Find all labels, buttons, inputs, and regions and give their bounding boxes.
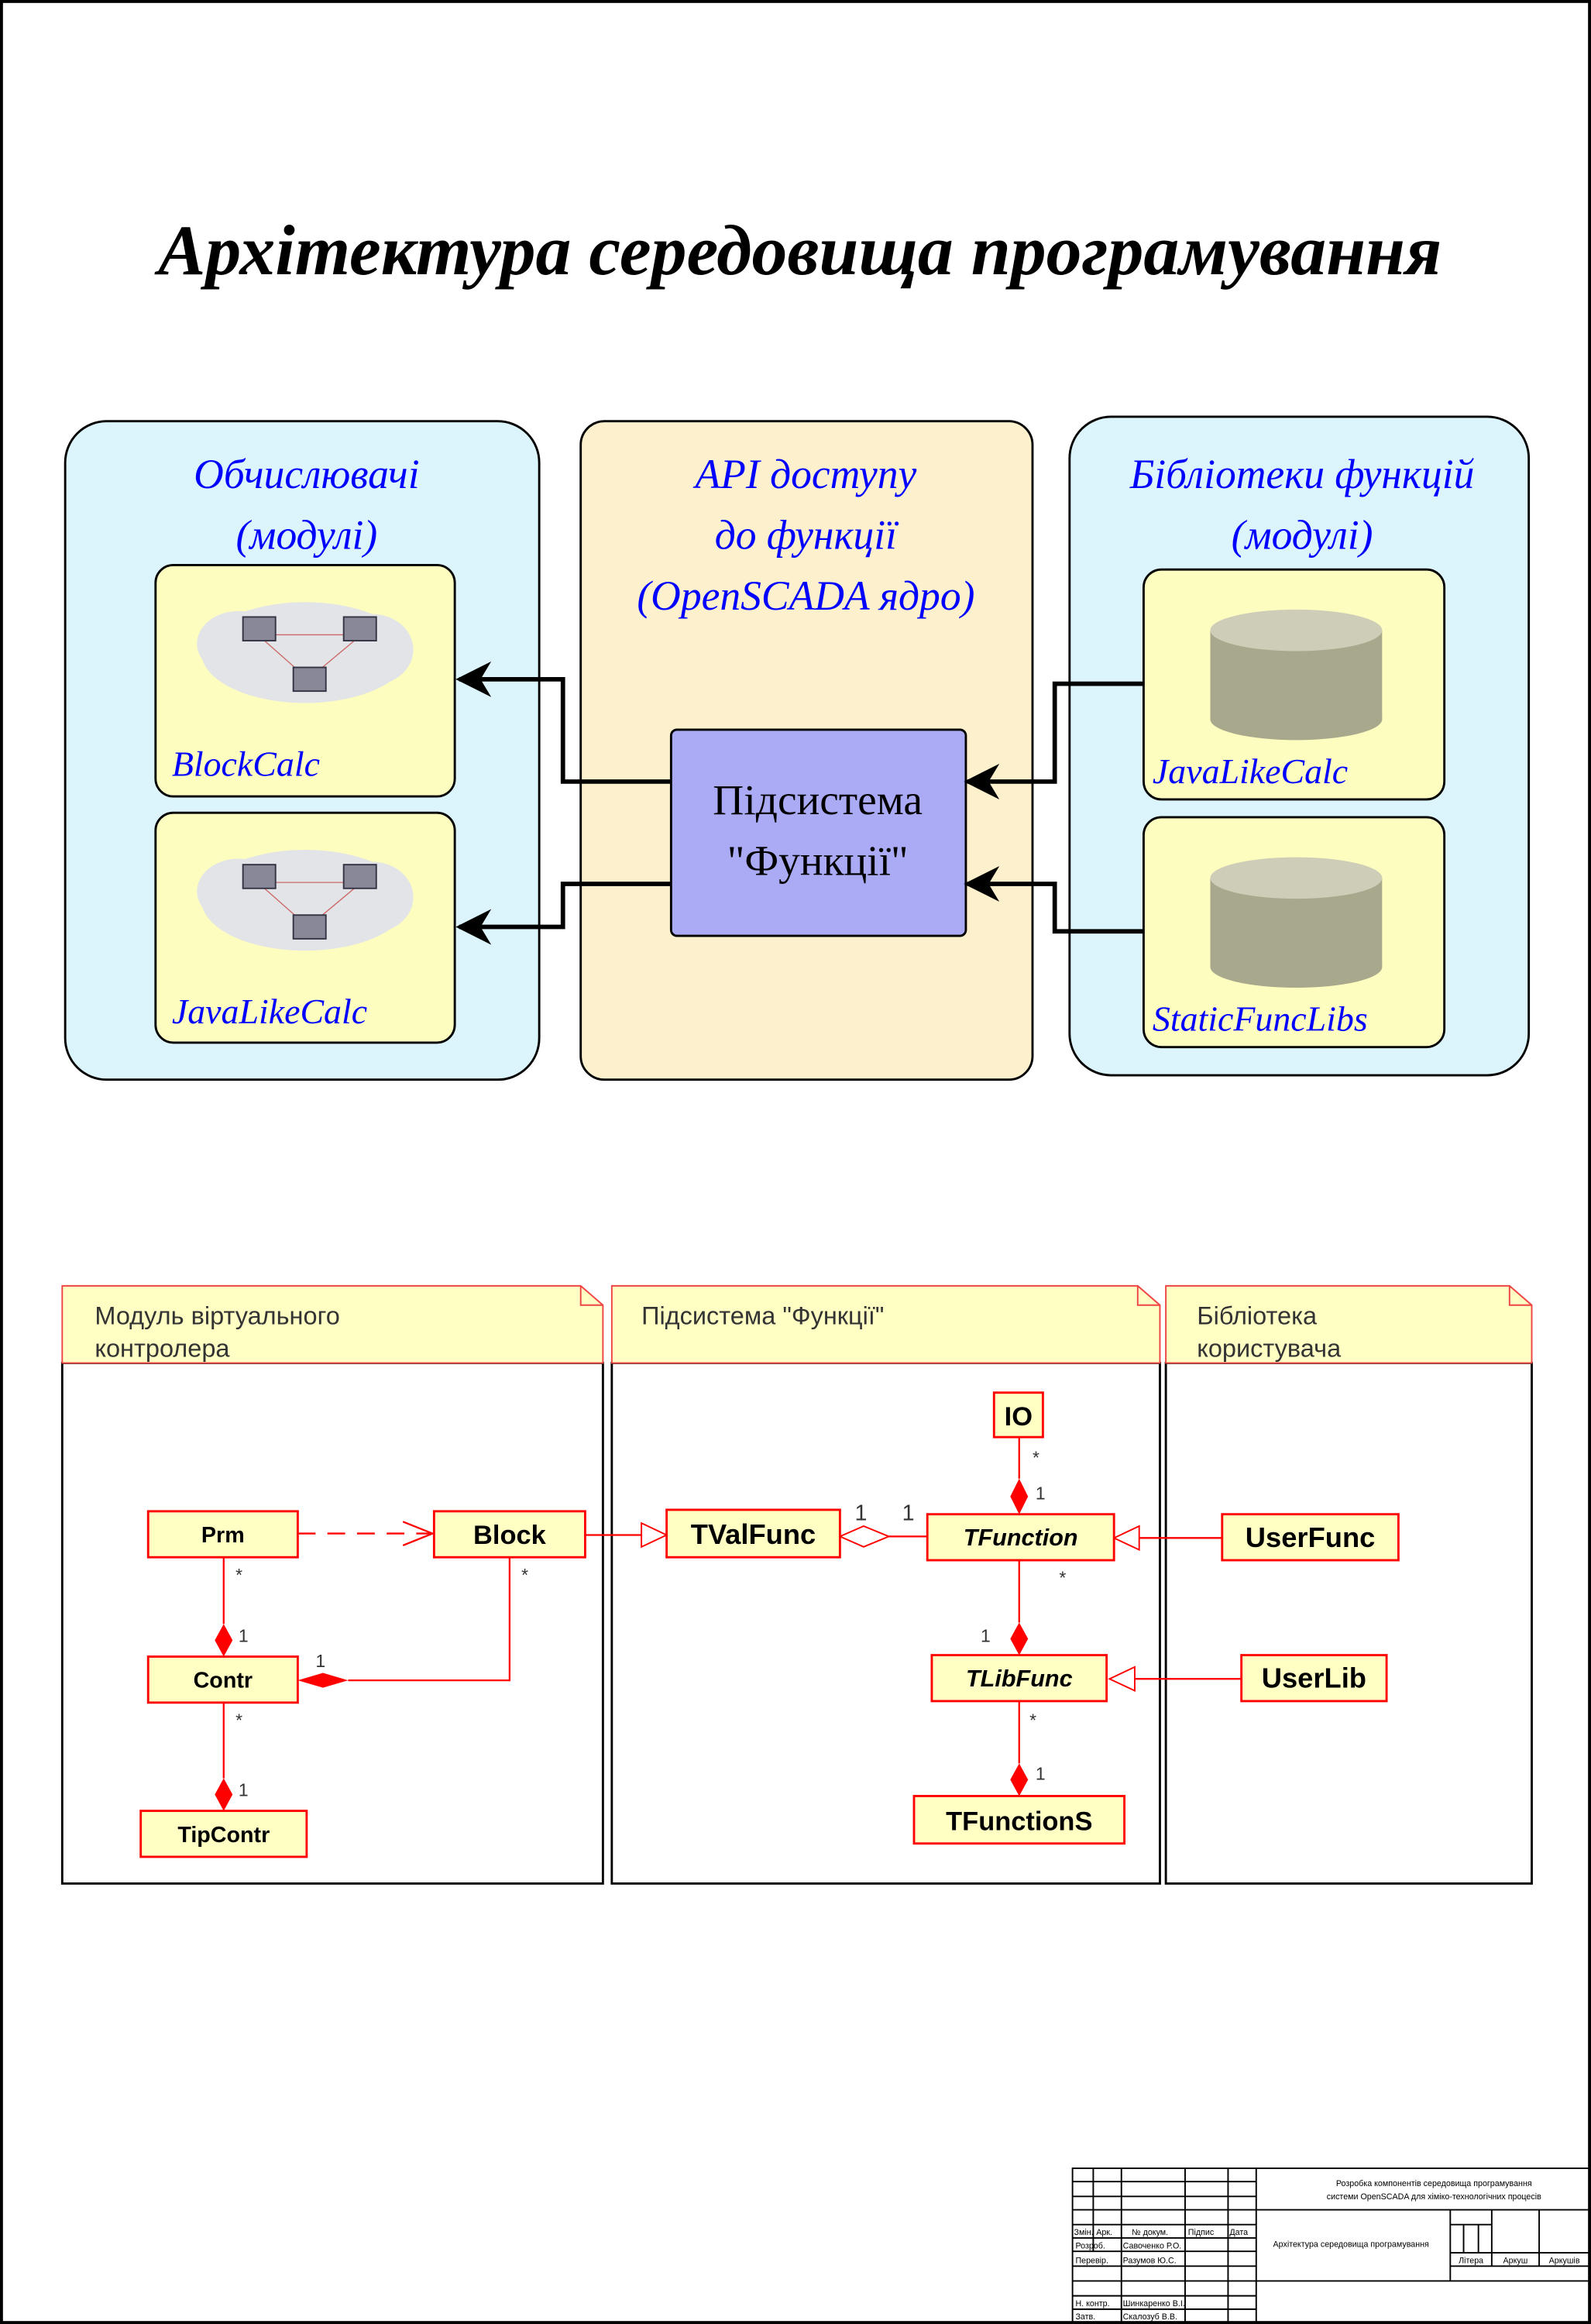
- calculators-subtitle: (модулі): [235, 511, 377, 558]
- uml-classes: Prm Block Contr TipContr TValFunc IO TFu…: [139, 1391, 1400, 1858]
- sheets-label: Аркушів: [1549, 2257, 1580, 2266]
- module-blockcalc: BlockCalc: [154, 563, 456, 798]
- package-title: Бібліотека: [1197, 1302, 1318, 1330]
- connector-arrows: [455, 661, 1144, 945]
- class-name: UserLib: [1262, 1662, 1366, 1694]
- package-title: контролера: [94, 1335, 230, 1363]
- library-staticfunclibs: StaticFuncLibs: [1142, 816, 1446, 1049]
- class-name: TValFunc: [691, 1518, 816, 1550]
- api-title-line2: до функції: [715, 511, 899, 558]
- module-label: JavaLikeCalc: [172, 992, 367, 1031]
- library-label: JavaLikeCalc: [1153, 751, 1348, 791]
- database-cylinder-icon: [1210, 609, 1383, 741]
- class-userlib: UserLib: [1240, 1654, 1388, 1703]
- sheet-title: Архітектура середовища програмування: [1273, 2240, 1430, 2249]
- person-name: Скалозуб В.В.: [1123, 2312, 1177, 2322]
- calculators-title: Обчислювачі: [194, 451, 419, 497]
- class-name: IO: [1005, 1402, 1033, 1432]
- network-cloud-icon: [197, 850, 414, 951]
- class-name: Contr: [194, 1669, 253, 1693]
- class-name: Prm: [201, 1523, 245, 1548]
- multiplicity-label: 1: [1036, 1763, 1046, 1783]
- class-tfunctions: TFunctionS: [912, 1795, 1126, 1845]
- package-title: Підсистема "Функції": [641, 1302, 884, 1330]
- multiplicity-label: 1: [239, 1625, 249, 1645]
- class-name: TFunction: [964, 1525, 1078, 1551]
- multiplicity-label: *: [1059, 1568, 1066, 1588]
- class-name: TLibFunc: [966, 1666, 1073, 1692]
- header-cell: Підпис: [1188, 2228, 1215, 2237]
- role-label: Розроб.: [1075, 2241, 1105, 2250]
- multiplicity-label: *: [1033, 1448, 1039, 1468]
- header-cell: Змін.: [1074, 2228, 1094, 2237]
- person-name: Шинкаренко В.І.: [1123, 2299, 1185, 2309]
- module-label: BlockCalc: [172, 744, 320, 783]
- title-block: Розробка компонентів середовища програму…: [1071, 2168, 1591, 2324]
- class-prm: Prm: [146, 1510, 299, 1559]
- class-tfunction: TFunction: [926, 1513, 1115, 1562]
- role-label: Затв.: [1075, 2312, 1095, 2322]
- multiplicity-label: *: [521, 1565, 528, 1585]
- library-label: StaticFuncLibs: [1153, 999, 1368, 1039]
- role-label: Н. контр.: [1075, 2299, 1109, 2309]
- class-tlibfunc: TLibFunc: [930, 1654, 1108, 1703]
- package-title: користувача: [1197, 1335, 1342, 1363]
- sheet-label: Аркуш: [1503, 2257, 1528, 2266]
- class-contr: Contr: [146, 1655, 299, 1704]
- multiplicity-label: *: [235, 1710, 242, 1730]
- subsystem-label-line1: Підсистема: [713, 777, 923, 824]
- libraries-subtitle: (модулі): [1232, 511, 1373, 558]
- multiplicity-label: 1: [981, 1625, 991, 1645]
- multiplicity-label: 1: [315, 1651, 325, 1671]
- functions-subsystem-box: Підсистема "Функції": [669, 728, 967, 937]
- class-name: TFunctionS: [946, 1807, 1092, 1836]
- header-cell: Арк.: [1096, 2228, 1112, 2237]
- class-tipcontr: TipContr: [139, 1810, 308, 1858]
- multiplicity-label: 1: [902, 1501, 915, 1525]
- class-block: Block: [432, 1510, 586, 1559]
- multiplicity-label: 1: [854, 1501, 867, 1525]
- project-title-line2: системи OpenSCADA для хіміко-технологічн…: [1327, 2192, 1541, 2202]
- uml-package-functions-subsystem: Підсистема "Функції": [610, 1284, 1161, 1885]
- multiplicity-label: *: [1029, 1710, 1036, 1730]
- api-title-line3: (OpenSCADA ядро): [637, 572, 974, 619]
- class-tvalfunc: TValFunc: [665, 1508, 841, 1559]
- class-io: IO: [992, 1391, 1044, 1439]
- class-name: UserFunc: [1246, 1521, 1376, 1553]
- person-name: Разумов Ю.С.: [1123, 2257, 1177, 2266]
- project-title-line1: Розробка компонентів середовища програму…: [1336, 2179, 1532, 2188]
- multiplicity-label: *: [235, 1565, 242, 1585]
- multiplicity-labels: * 1 * 1 * 1 1 1 * 1 * 1 * 1: [235, 1448, 1066, 1800]
- multiplicity-label: 1: [239, 1779, 249, 1800]
- role-label: Перевір.: [1075, 2257, 1108, 2266]
- class-name: Block: [473, 1521, 547, 1550]
- subsystem-label-line2: "Функції": [727, 838, 909, 885]
- header-cell: № докум.: [1132, 2228, 1168, 2237]
- page-title: Архітектура середовища програмування: [154, 211, 1442, 290]
- package-title: Модуль віртуального: [94, 1302, 339, 1330]
- api-title-line1: API доступу: [692, 451, 916, 497]
- libraries-title: Бібліотеки функцій: [1129, 451, 1475, 497]
- multiplicity-label: 1: [1036, 1483, 1046, 1504]
- person-name: Савоченко Р.О.: [1123, 2241, 1182, 2250]
- uml-package-controller-module: Модуль віртуального контролера: [60, 1284, 604, 1885]
- library-javalikecalc: JavaLikeCalc: [1142, 568, 1446, 801]
- litera-label: Літера: [1459, 2257, 1483, 2266]
- class-name: TipContr: [177, 1823, 270, 1848]
- uml-package-user-library: Бібліотека користувача: [1164, 1284, 1533, 1885]
- header-cell: Дата: [1229, 2228, 1248, 2237]
- class-userfunc: UserFunc: [1221, 1513, 1400, 1562]
- network-cloud-icon: [197, 602, 414, 703]
- module-javalikecalc: JavaLikeCalc: [154, 811, 456, 1044]
- database-cylinder-icon: [1210, 857, 1383, 988]
